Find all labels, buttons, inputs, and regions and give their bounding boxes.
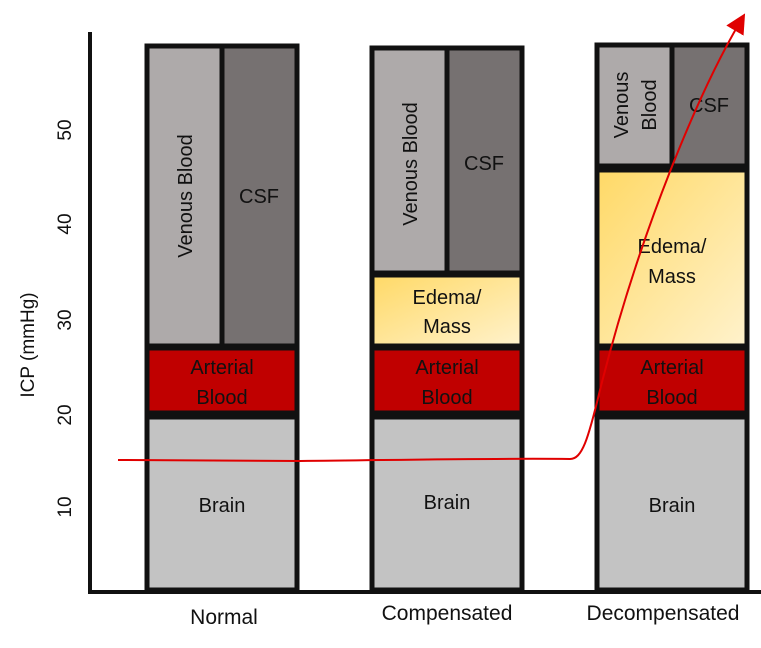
brain-block — [594, 414, 750, 593]
venous-blood-block — [369, 45, 450, 276]
arterial-label-line2: Blood — [421, 387, 472, 409]
caption-decompensated: Decompensated — [587, 602, 740, 625]
csf-block — [219, 43, 300, 349]
venous-label-line1: Venous — [611, 72, 633, 139]
csf-block — [669, 42, 750, 169]
y-tick-40: 40 — [55, 213, 76, 234]
arterial-label-line1: Arterial — [415, 357, 478, 379]
column-normal: Brain Arterial Blood Venous Blood CSF — [144, 43, 300, 593]
csf-label: CSF — [239, 186, 279, 208]
brain-label: Brain — [649, 495, 696, 517]
arterial-label-line2: Blood — [646, 387, 697, 409]
column-compensated: Brain Arterial Blood Edema/ Mass Venous … — [369, 45, 525, 593]
venous-blood-label: Venous Blood — [175, 134, 197, 257]
column-decompensated: Brain Arterial Blood Edema/ Mass Venous … — [594, 42, 750, 593]
venous-blood-block — [144, 43, 225, 349]
csf-label: CSF — [464, 153, 504, 175]
caption-compensated: Compensated — [382, 602, 513, 625]
arterial-blood-block — [369, 345, 525, 416]
arterial-label-line1: Arterial — [190, 357, 253, 379]
y-tick-50: 50 — [55, 119, 76, 140]
y-tick-20: 20 — [55, 404, 76, 425]
arterial-label-line1: Arterial — [640, 357, 703, 379]
icp-curve — [117, 13, 746, 463]
csf-block — [444, 45, 525, 276]
brain-label: Brain — [199, 495, 246, 517]
y-axis-label: ICP (mmHg) — [18, 292, 39, 397]
venous-blood-label: Venous Blood — [400, 102, 422, 225]
venous-blood-block — [594, 42, 675, 169]
arterial-blood-block — [594, 345, 750, 416]
brain-block — [369, 414, 525, 593]
y-tick-30: 30 — [55, 309, 76, 330]
edema-label-line1: Edema/ — [413, 287, 482, 309]
edema-label-line2: Mass — [423, 316, 471, 338]
edema-mass-block — [369, 272, 525, 349]
arterial-label-line2: Blood — [196, 387, 247, 409]
edema-mass-block — [594, 167, 750, 349]
brain-label: Brain — [424, 492, 471, 514]
edema-label-line1: Edema/ — [638, 236, 707, 258]
edema-label-line2: Mass — [648, 266, 696, 288]
brain-block — [144, 414, 300, 593]
venous-label-line2: Blood — [639, 79, 661, 130]
y-tick-10: 10 — [55, 496, 76, 517]
caption-normal: Normal — [190, 606, 258, 629]
